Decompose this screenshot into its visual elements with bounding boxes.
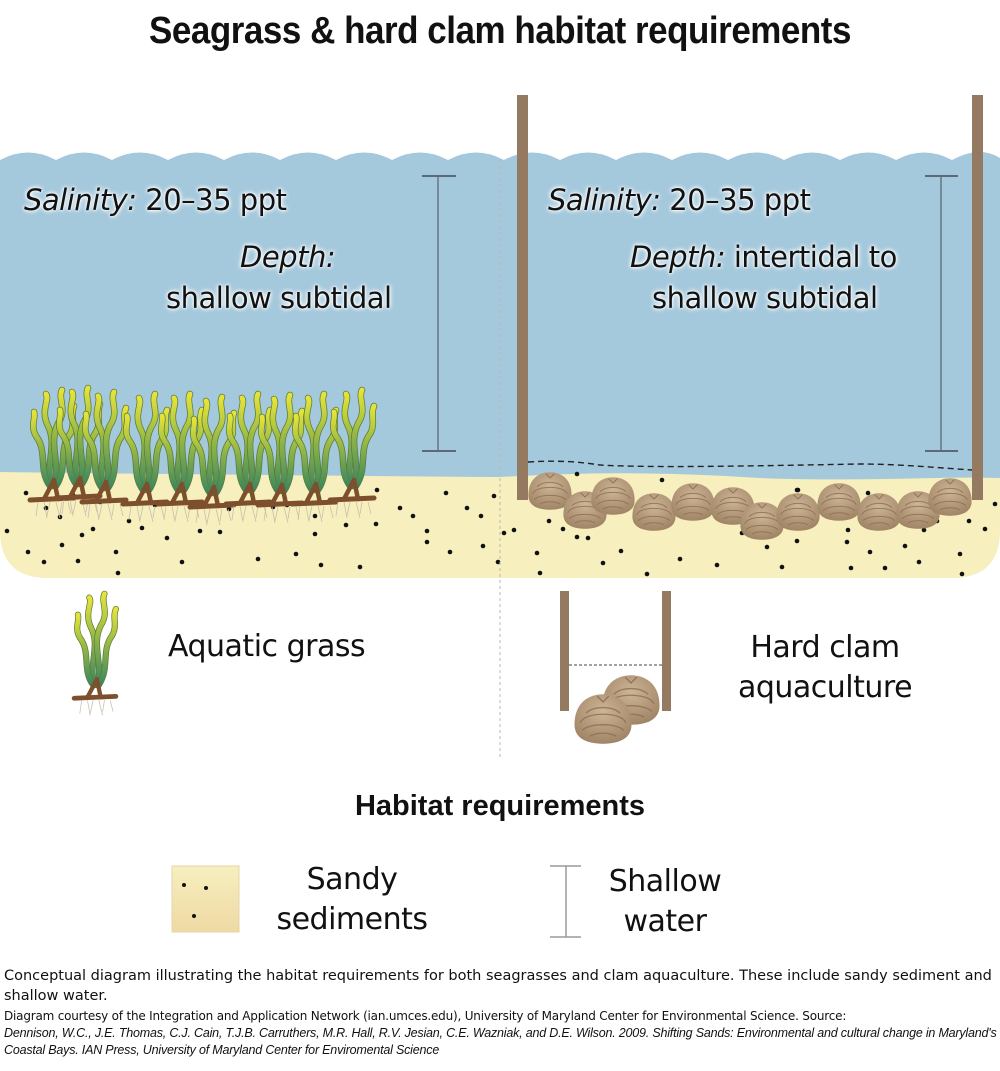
post-right <box>972 95 983 500</box>
depth-scale-right <box>925 175 958 452</box>
left-salinity-label: Salinity: <box>24 183 137 217</box>
post-left <box>517 95 528 500</box>
diagram-title: Seagrass & hard clam habitat requirement… <box>149 10 851 52</box>
left-salinity: Salinity: 20–35 ppt <box>24 183 287 217</box>
right-salinity-label: Salinity: <box>548 183 661 217</box>
right-depth-label: Depth: <box>630 240 726 274</box>
hard-clam-label: Hard clam aquaculture <box>737 630 913 705</box>
depth-scale-left <box>422 175 456 452</box>
habitat-scene <box>0 95 1000 938</box>
sandy-sediments-label: Sandy sediments <box>276 862 428 937</box>
aquatic-grass-icon <box>74 594 116 716</box>
aquatic-grass-label: Aquatic grass <box>168 629 366 664</box>
figure-credit: Diagram courtesy of the Integration and … <box>4 1008 999 1059</box>
left-depth-label: Depth: <box>240 240 336 274</box>
citation: Dennison, W.C., J.E. Thomas, C.J. Cain, … <box>4 1026 997 1057</box>
habitat-heading: Habitat requirements <box>354 790 646 822</box>
right-depth-line1: Depth: intertidal to <box>630 240 897 274</box>
left-depth-value: shallow subtidal <box>166 281 392 315</box>
right-depth-value-line1: intertidal to <box>733 240 898 274</box>
water <box>0 151 1000 500</box>
shallow-water-scale-icon <box>550 865 581 938</box>
figure-caption: Conceptual diagram illustrating the habi… <box>4 968 992 1004</box>
hard-clam-aquaculture-icon <box>560 591 671 745</box>
aquaculture-net <box>527 460 973 471</box>
right-salinity: Salinity: 20–35 ppt <box>548 183 811 217</box>
right-salinity-value: 20–35 ppt <box>669 183 811 217</box>
left-salinity-value: 20–35 ppt <box>145 183 287 217</box>
sandy-sediments-swatch <box>171 865 240 933</box>
right-depth-line2: shallow subtidal <box>652 281 878 315</box>
credit-line: Diagram courtesy of the Integration and … <box>4 1009 847 1023</box>
shallow-water-label: Shallow water <box>608 864 722 939</box>
